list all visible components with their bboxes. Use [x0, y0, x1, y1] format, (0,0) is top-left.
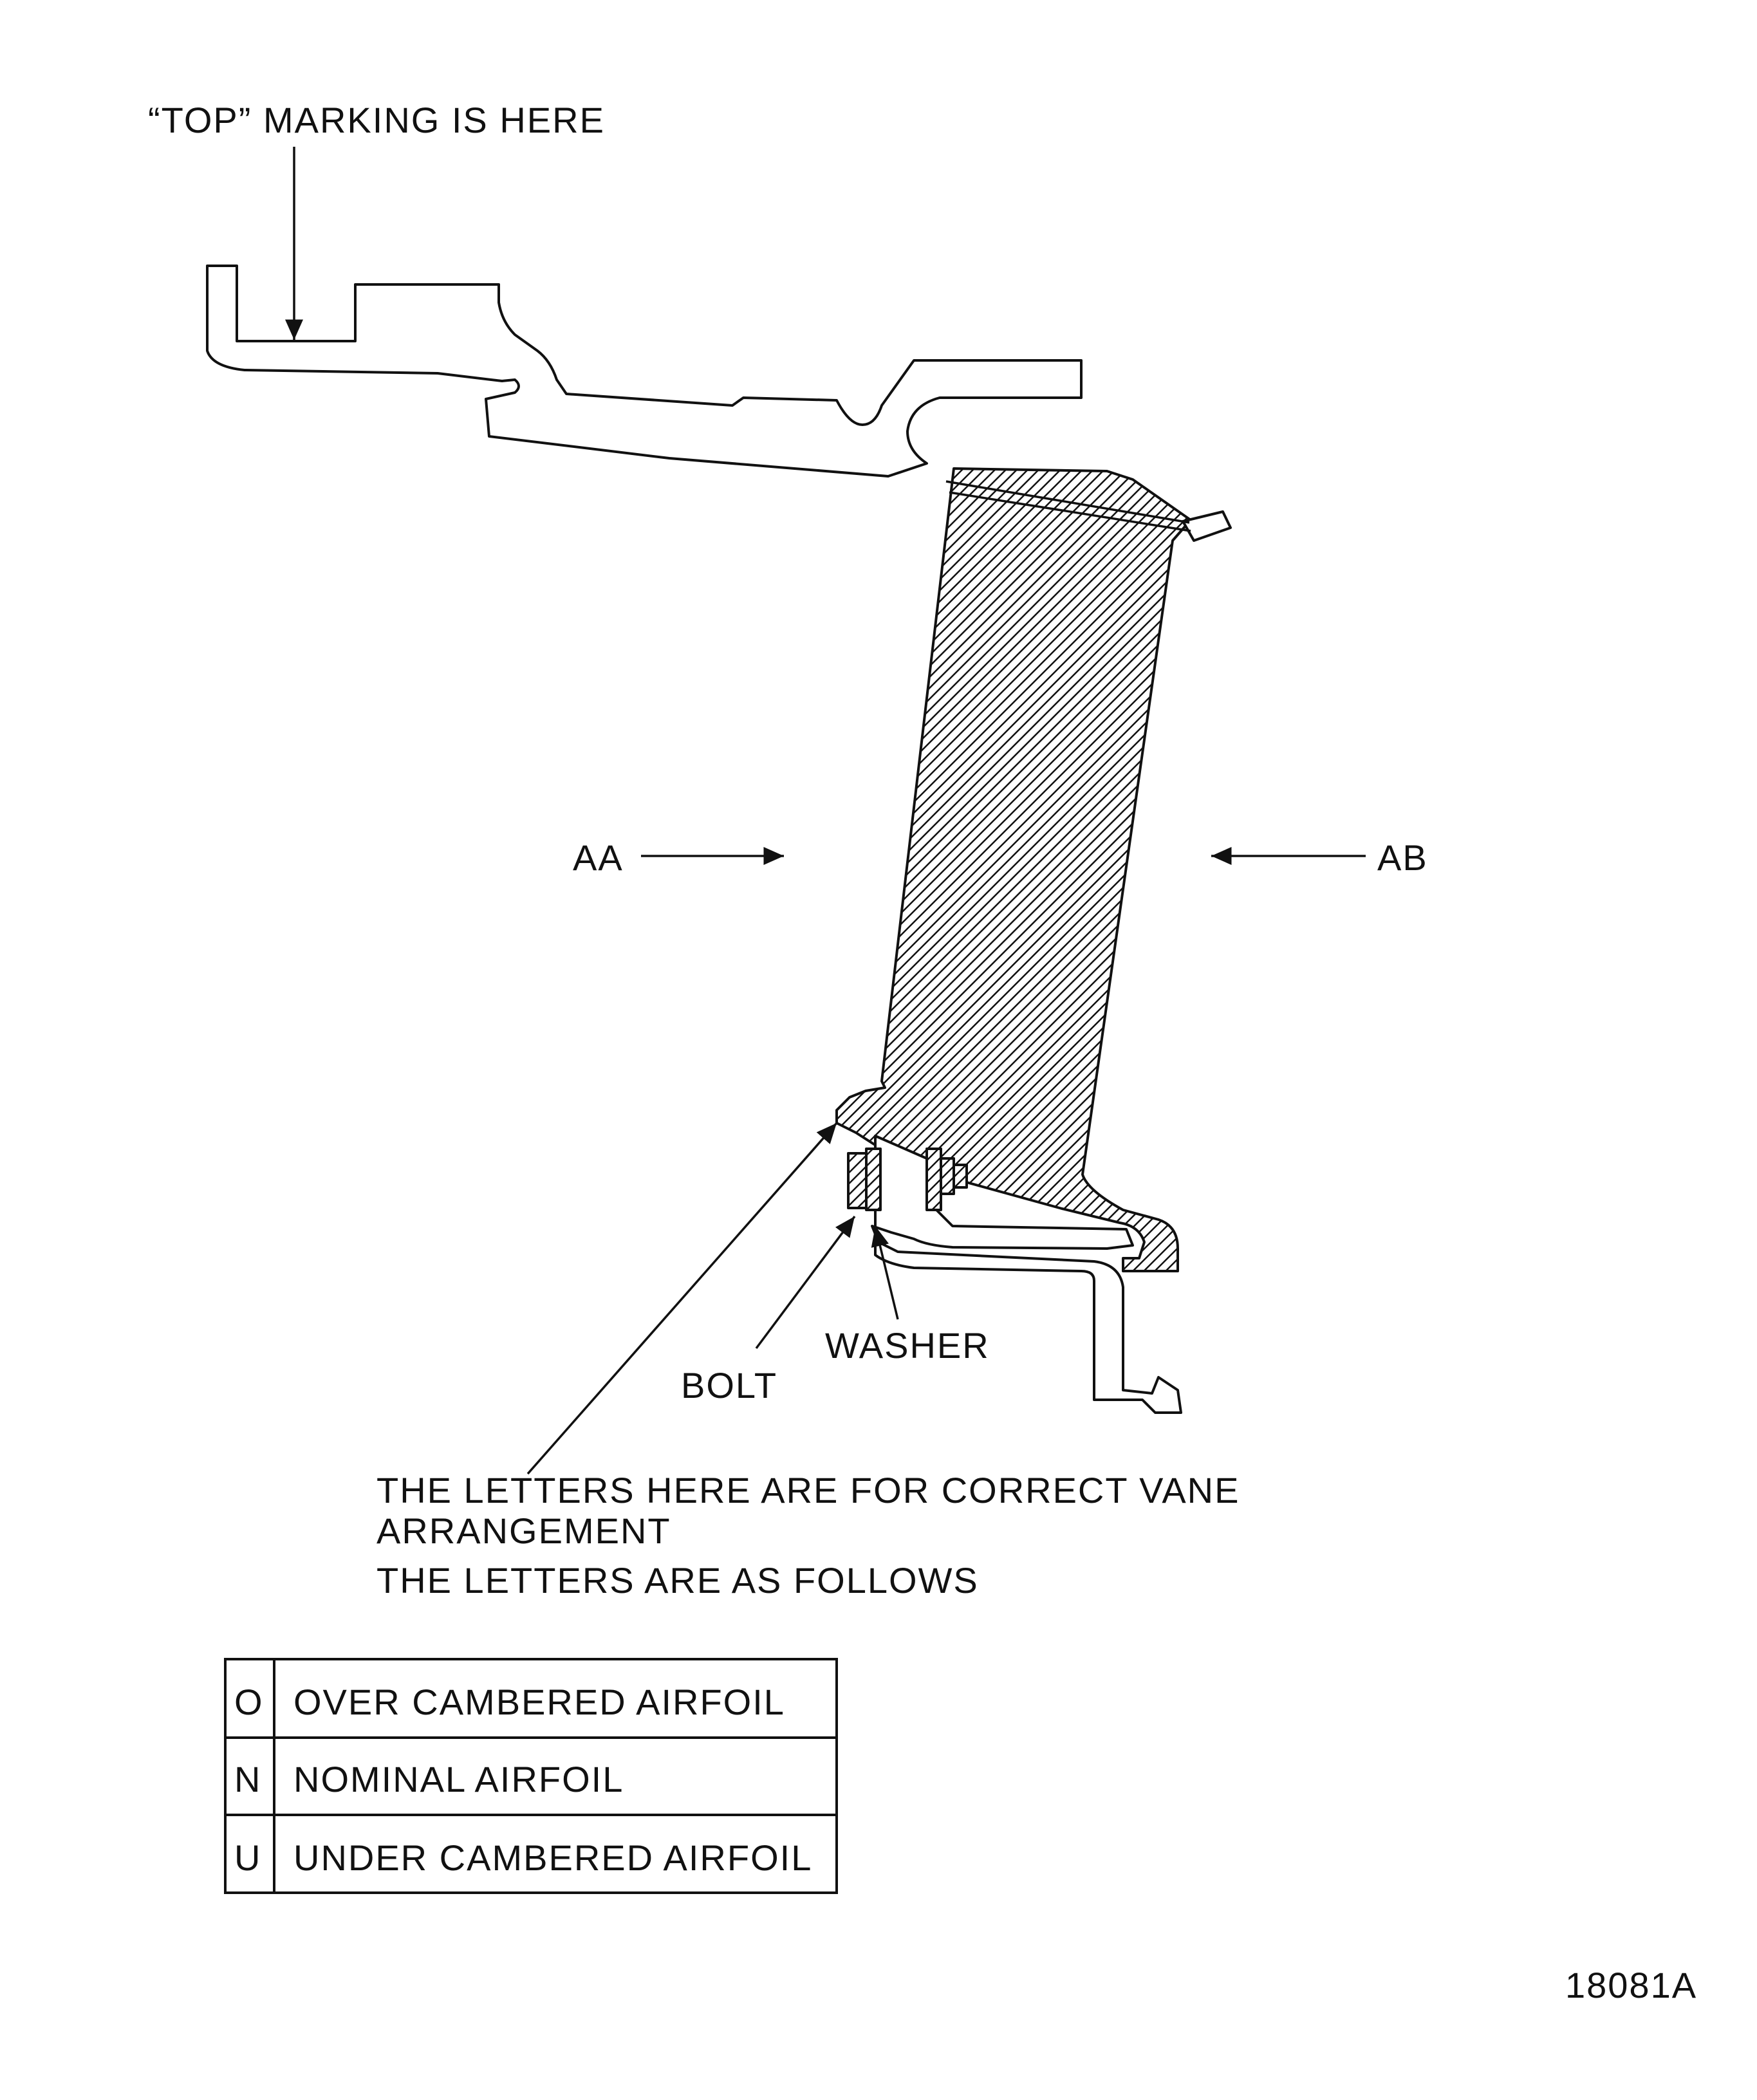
vane-tip-seal: [1182, 510, 1232, 542]
washer-arrow: [871, 1225, 899, 1320]
washer-part: [865, 1148, 882, 1211]
note-line-1: THE LETTERS HERE ARE FOR CORRECT VANE: [376, 1470, 1240, 1510]
inner-support: [871, 1135, 1182, 1414]
legend-desc-u: UNDER CAMBERED AIRFOIL: [293, 1837, 812, 1878]
note-line-3: THE LETTERS ARE AS FOLLOWS: [376, 1560, 979, 1601]
nut-right: [925, 1148, 942, 1211]
view-ab-label: AB: [1377, 837, 1428, 878]
view-aa-label: AA: [573, 837, 624, 878]
letters-arrow: [526, 1122, 838, 1475]
legend-table: O OVER CAMBERED AIRFOIL N NOMINAL AIRFOI…: [224, 1658, 838, 1894]
washer-label: WASHER: [825, 1325, 990, 1366]
bolt-label: BOLT: [681, 1365, 777, 1406]
bolt-arrow: [755, 1215, 856, 1350]
top-marking-label: “TOP” MARKING IS HERE: [148, 100, 605, 140]
nut-right-3: [953, 1164, 968, 1189]
bolt-head: [847, 1152, 868, 1209]
tip-line-2: [945, 480, 1190, 524]
legend-code-n: N: [234, 1759, 261, 1799]
outer-case: [206, 265, 1083, 478]
legend-code-o: O: [234, 1682, 264, 1722]
tip-line: [949, 491, 1191, 532]
figure-id: 18081A: [1565, 1965, 1697, 2005]
legend-desc-n: NOMINAL AIRFOIL: [293, 1759, 624, 1799]
legend-desc-o: OVER CAMBERED AIRFOIL: [293, 1682, 785, 1722]
nut-right-2: [940, 1157, 955, 1195]
note-line-2: ARRANGEMENT: [376, 1510, 671, 1551]
legend-code-u: U: [234, 1837, 261, 1878]
